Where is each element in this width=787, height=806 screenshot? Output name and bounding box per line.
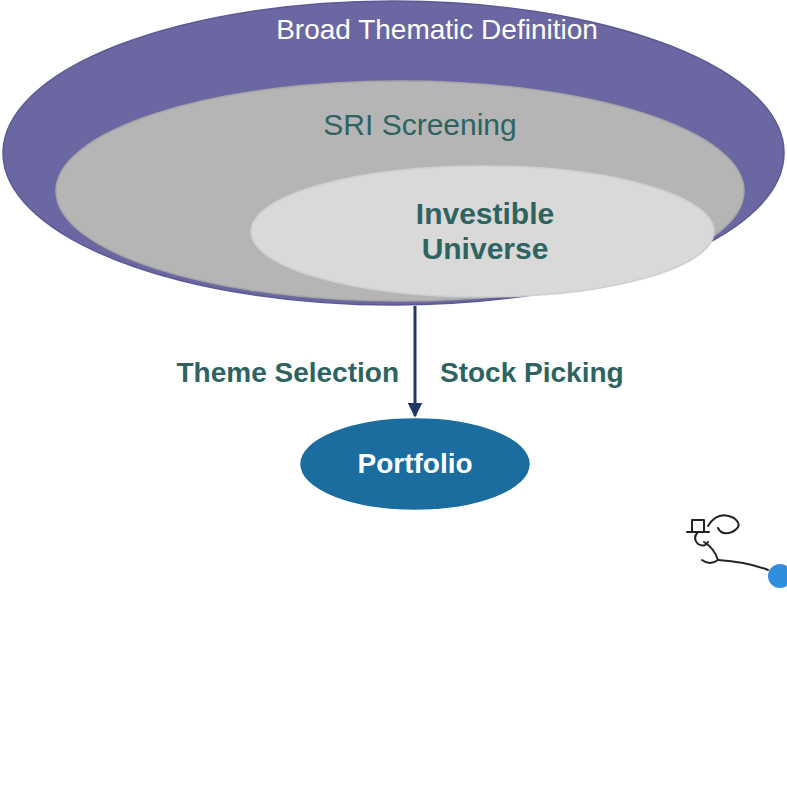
flow-arrow [414,306,417,416]
stick-figure-doodle [660,512,787,606]
step-label: Stock Picking [440,357,624,389]
ellipse-node: SRI ScreeningInvestible Universe [55,80,745,302]
node-label: Portfolio [305,448,525,480]
ellipse-node: Investible Universe [250,165,715,298]
node-label: Investible Universe [385,197,585,266]
step-label: Theme Selection [176,357,399,389]
ellipse-node: Broad Thematic DefinitionSRI ScreeningIn… [2,0,785,306]
node-label: SRI Screening [240,108,600,143]
ellipse-node: Portfolio [300,418,530,510]
node-label: Broad Thematic Definition [257,14,617,46]
